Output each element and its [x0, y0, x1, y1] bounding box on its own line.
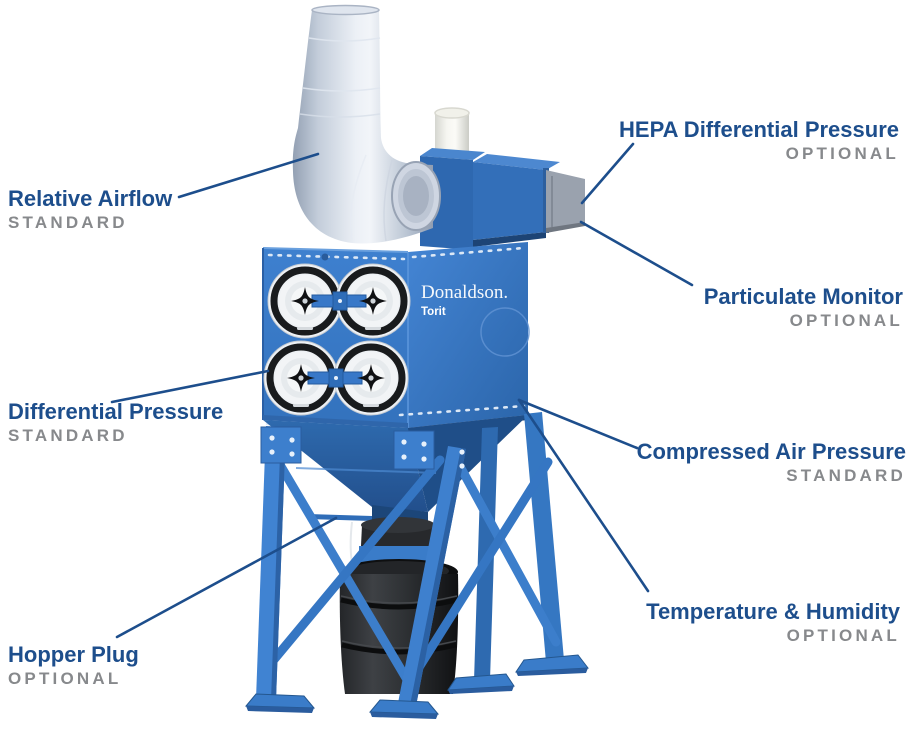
callout-line-differential-pressure: [110, 369, 270, 404]
callout-title: HEPA Differential Pressure: [619, 117, 899, 142]
leg-bracket-plates: [260, 426, 465, 470]
cross-brace: [401, 457, 553, 693]
brand-name: Donaldson.: [421, 282, 508, 303]
hepa-housing: [473, 154, 585, 247]
callout-title: Compressed Air Pressure: [636, 439, 906, 464]
hopper-plug-shelf: [308, 514, 372, 521]
callout-line-hepa-differential-pressure: [580, 142, 635, 205]
callout-tier: STANDARD: [786, 466, 906, 485]
callout-line-compressed-air-pressure: [517, 398, 639, 450]
cross-brace: [257, 455, 445, 679]
callout-compressed-air-pressure: Compressed Air Pressure STANDARD: [637, 439, 906, 487]
side-access-port: [480, 307, 530, 357]
callout-tier: OPTIONAL: [786, 626, 900, 645]
door-yoke-bar-bottom: [307, 368, 363, 388]
callout-hopper-plug: Hopper Plug OPTIONAL: [8, 642, 139, 690]
collector-cabinet: Donaldson. Torit: [263, 242, 530, 433]
callout-particulate-monitor: Particulate Monitor OPTIONAL: [704, 284, 903, 332]
hepa-end-cap: [546, 170, 585, 233]
exhaust-elbow-duct: [292, 4, 441, 244]
brand-sub-name: Torit: [421, 306, 446, 318]
cross-brace: [457, 465, 561, 647]
cross-brace: [271, 453, 411, 683]
callout-tier: OPTIONAL: [785, 144, 899, 163]
support-legs-front: [244, 426, 589, 719]
callout-tier: OPTIONAL: [8, 669, 122, 688]
callout-lines: [110, 142, 694, 639]
callout-line-temperature-humidity: [517, 398, 650, 593]
lifting-hole: [321, 253, 329, 261]
callout-tier: OPTIONAL: [789, 311, 903, 330]
callout-temperature-humidity: Temperature & Humidity OPTIONAL: [646, 599, 900, 647]
callout-line-particulate-monitor: [579, 220, 694, 287]
callout-title: Temperature & Humidity: [646, 599, 900, 624]
door-yoke-bar-top: [311, 291, 367, 311]
callout-title: Differential Pressure: [8, 399, 224, 424]
callout-title: Particulate Monitor: [703, 284, 903, 309]
foot-plates: [244, 654, 589, 719]
duct-outlet-flange: [391, 161, 441, 231]
callout-title: Relative Airflow: [8, 186, 173, 211]
callout-differential-pressure: Differential Pressure STANDARD: [8, 399, 223, 447]
brand-logo: Donaldson. Torit: [421, 282, 508, 318]
callout-line-hopper-plug: [115, 516, 338, 639]
callout-line-relative-airflow: [177, 152, 320, 199]
callout-relative-airflow: Relative Airflow STANDARD: [8, 186, 172, 234]
callout-tier: STANDARD: [8, 426, 128, 445]
callout-title: Hopper Plug: [8, 642, 139, 667]
callout-hepa-differential-pressure: HEPA Differential Pressure OPTIONAL: [619, 117, 899, 165]
callout-tier: STANDARD: [8, 213, 128, 232]
